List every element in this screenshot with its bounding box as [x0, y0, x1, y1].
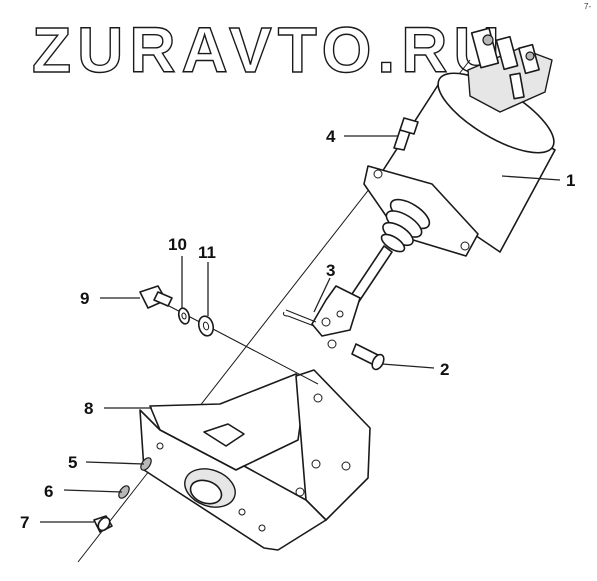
- callout-4: 4: [326, 127, 336, 146]
- corner-mark: 7-: [584, 2, 591, 11]
- part-3-cotter-pin: [283, 309, 317, 327]
- leader-3: [313, 277, 331, 313]
- part-2-clevis-pin: [351, 343, 385, 371]
- callout-1: 1: [566, 171, 575, 190]
- callout-9: 9: [80, 289, 89, 308]
- callout-2: 2: [440, 360, 449, 379]
- watermark-logo: ZURAVTO.RU: [32, 14, 506, 86]
- callout-7: 7: [20, 513, 29, 532]
- part-8-bracket: [139, 369, 371, 551]
- leader-6: [63, 489, 123, 493]
- part-9-bolt: [139, 285, 173, 309]
- callout-11: 11: [198, 243, 216, 262]
- callout-8: 8: [84, 399, 93, 418]
- part-4-bolt: [393, 117, 419, 151]
- part-1-actuator: [311, 27, 556, 349]
- part-7-nut: [93, 515, 113, 533]
- part-11-washer: [197, 315, 215, 337]
- callout-10: 10: [168, 235, 187, 254]
- side-axis: [149, 295, 319, 385]
- part-5-washer: [140, 457, 152, 471]
- callout-5: 5: [68, 453, 77, 472]
- callout-6: 6: [44, 482, 53, 501]
- leader-5: [85, 461, 145, 465]
- callout-3: 3: [326, 261, 335, 280]
- leader-1: [501, 175, 561, 181]
- part-6-washer: [118, 485, 130, 499]
- leader-2: [381, 363, 435, 369]
- part-10-washer: [177, 307, 191, 325]
